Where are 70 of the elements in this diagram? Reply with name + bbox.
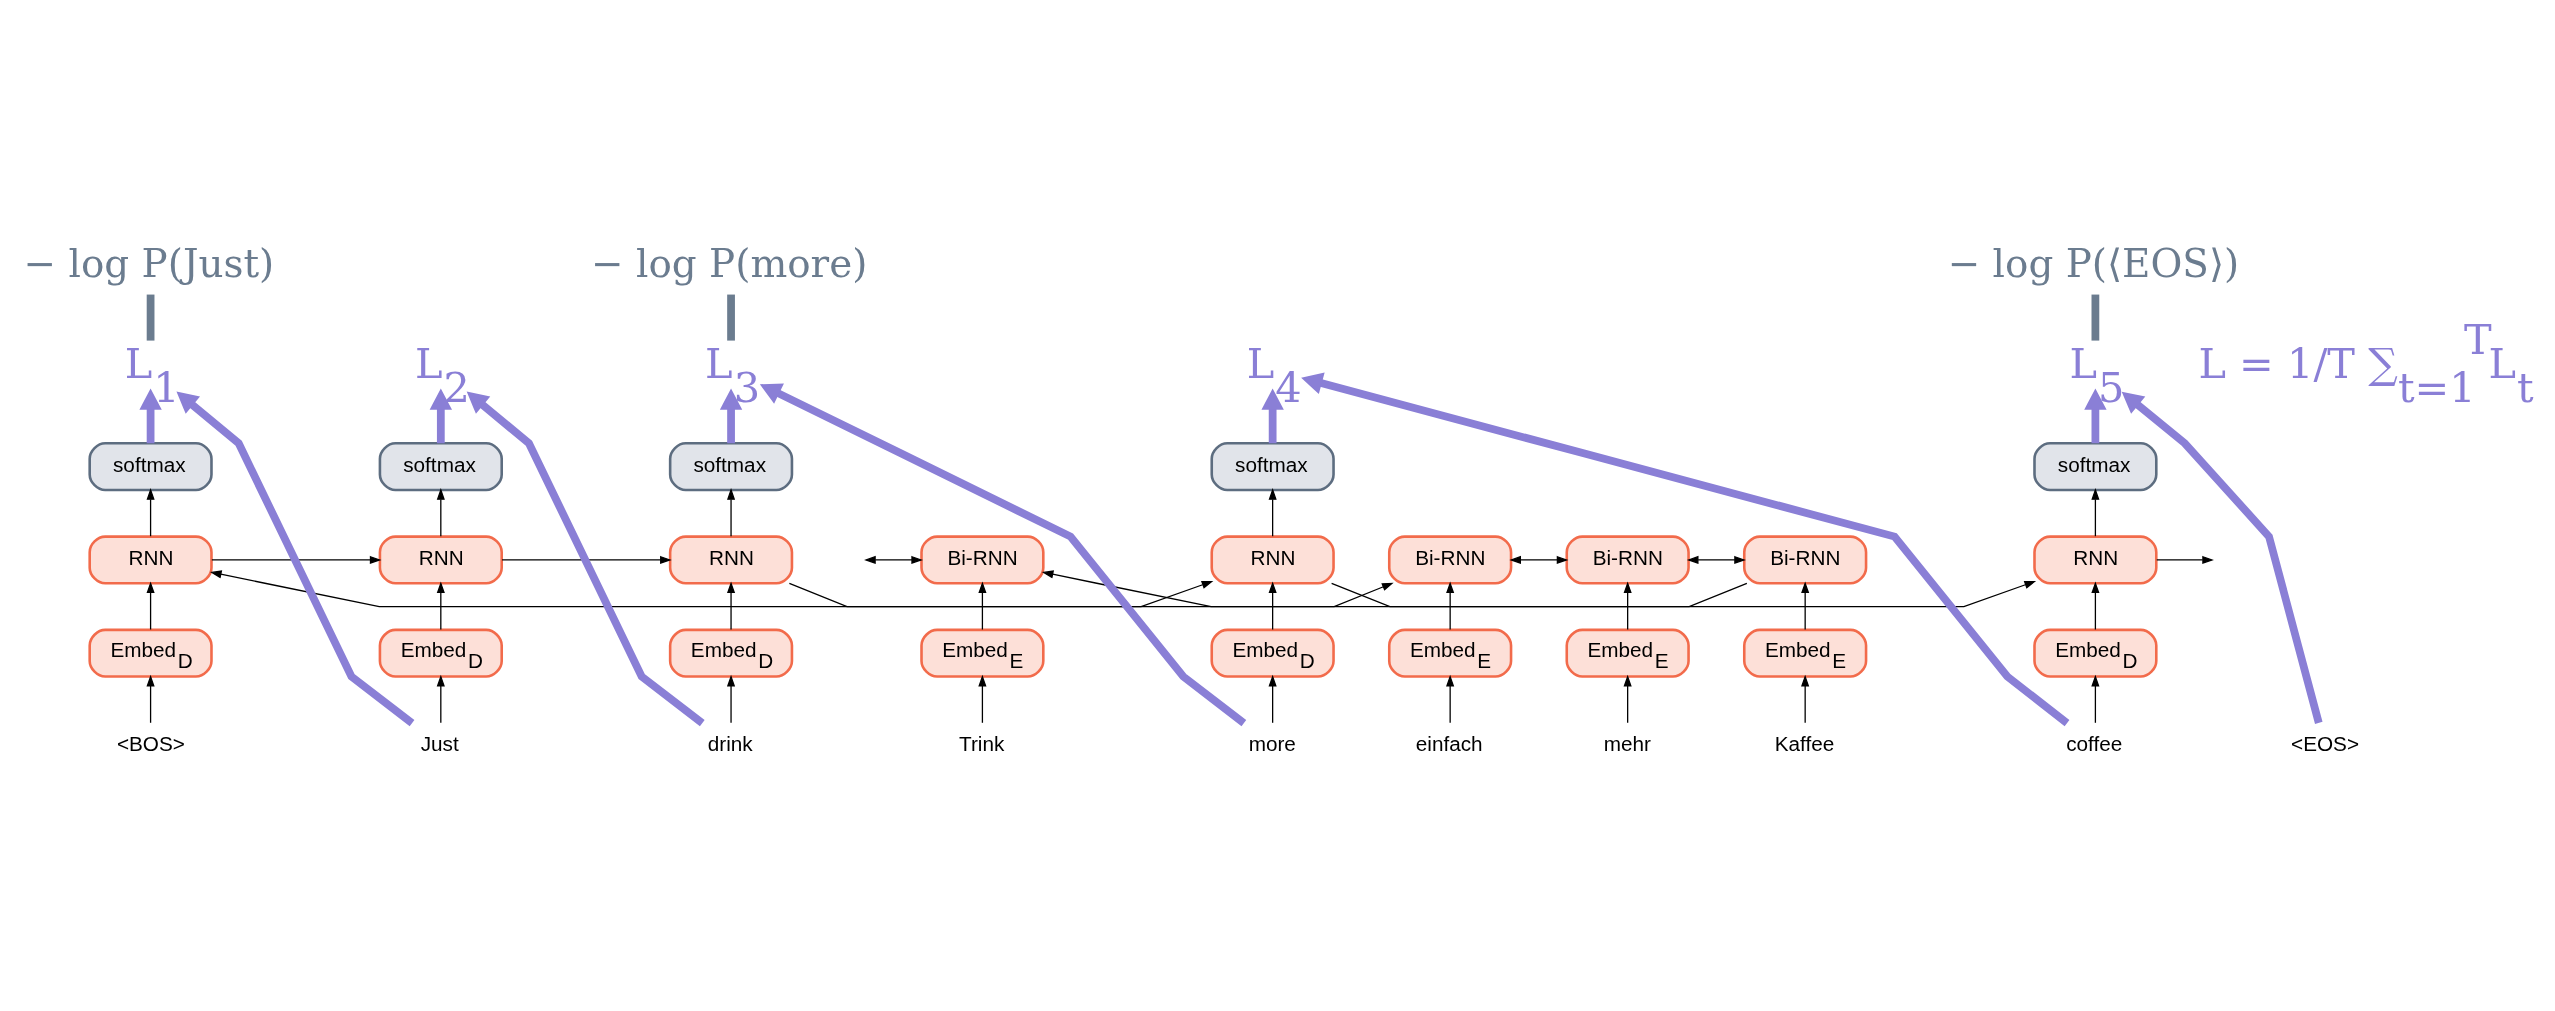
arrow (429, 388, 453, 444)
arrow (1268, 488, 1277, 537)
node-box: Bi-RNN (920, 535, 1045, 585)
arrow (1686, 555, 1746, 564)
node-box: Bi-RNN (1565, 535, 1690, 585)
arrow (726, 488, 736, 537)
arrow (466, 391, 705, 727)
arrow (978, 581, 987, 631)
node-text: Kaffee (1774, 732, 1835, 756)
arrow (1623, 674, 1632, 724)
arrow (1509, 555, 1569, 564)
arrow (176, 391, 415, 727)
arrow (2091, 581, 2100, 631)
arrow (726, 674, 736, 724)
arrow (1301, 372, 2070, 727)
node-text: einfach (1415, 732, 1483, 756)
arrow (2121, 391, 2323, 724)
node-box: softmax (668, 442, 794, 492)
arrow (759, 383, 1247, 727)
arrow (1623, 581, 1632, 631)
arrow (1268, 674, 1277, 724)
arrow (1801, 581, 1810, 631)
node-box: RNN (378, 535, 503, 585)
arrow (436, 488, 445, 537)
node-box: softmax (2033, 442, 2158, 492)
arrow (436, 674, 445, 724)
arrow (864, 555, 923, 564)
arrow (1261, 388, 1284, 444)
arrow (1268, 581, 1277, 631)
node-text: Trink (959, 732, 1005, 756)
node-box: RNN (2033, 535, 2158, 585)
node-box: RNN (1210, 535, 1335, 585)
node-text: − log P(more) (591, 241, 868, 287)
arrow (2156, 555, 2214, 564)
node-box: softmax (88, 442, 213, 492)
node-box: RNN (668, 535, 794, 585)
arrow (1801, 674, 1810, 724)
node-text: Just (420, 732, 459, 756)
node-text: more (1248, 732, 1296, 756)
arrow (436, 581, 445, 631)
node-box: softmax (1210, 442, 1335, 492)
node-box: Bi-RNN (1742, 535, 1868, 585)
arrow (2091, 488, 2100, 537)
node-text: <BOS> (116, 732, 185, 756)
arrow (146, 488, 155, 537)
node-text: − log P(Just) (23, 241, 275, 287)
arrow (211, 555, 382, 564)
arrow (2091, 674, 2100, 724)
node-text: <EOS> (2291, 732, 2359, 756)
arrow (719, 388, 743, 444)
arrow (139, 388, 162, 444)
node-text: − log P(⟨EOS⟩) (1947, 241, 2240, 287)
arrow (501, 555, 672, 564)
arrow (788, 580, 1214, 608)
arrow (209, 570, 1748, 608)
arrow (2084, 388, 2107, 444)
arrow (1446, 581, 1455, 631)
node-box: RNN (88, 535, 213, 585)
arrow (146, 581, 155, 631)
arrow (1330, 580, 2037, 608)
arrow (1446, 674, 1455, 724)
arrow (726, 581, 736, 631)
node-text: drink (707, 732, 753, 756)
arrow (978, 674, 987, 724)
arrow (146, 674, 155, 724)
node-text: coffee (2066, 732, 2123, 756)
node-box: softmax (378, 442, 503, 492)
node-box: Bi-RNN (1387, 535, 1513, 585)
node-text: mehr (1603, 732, 1651, 756)
arrow (1041, 570, 1394, 608)
